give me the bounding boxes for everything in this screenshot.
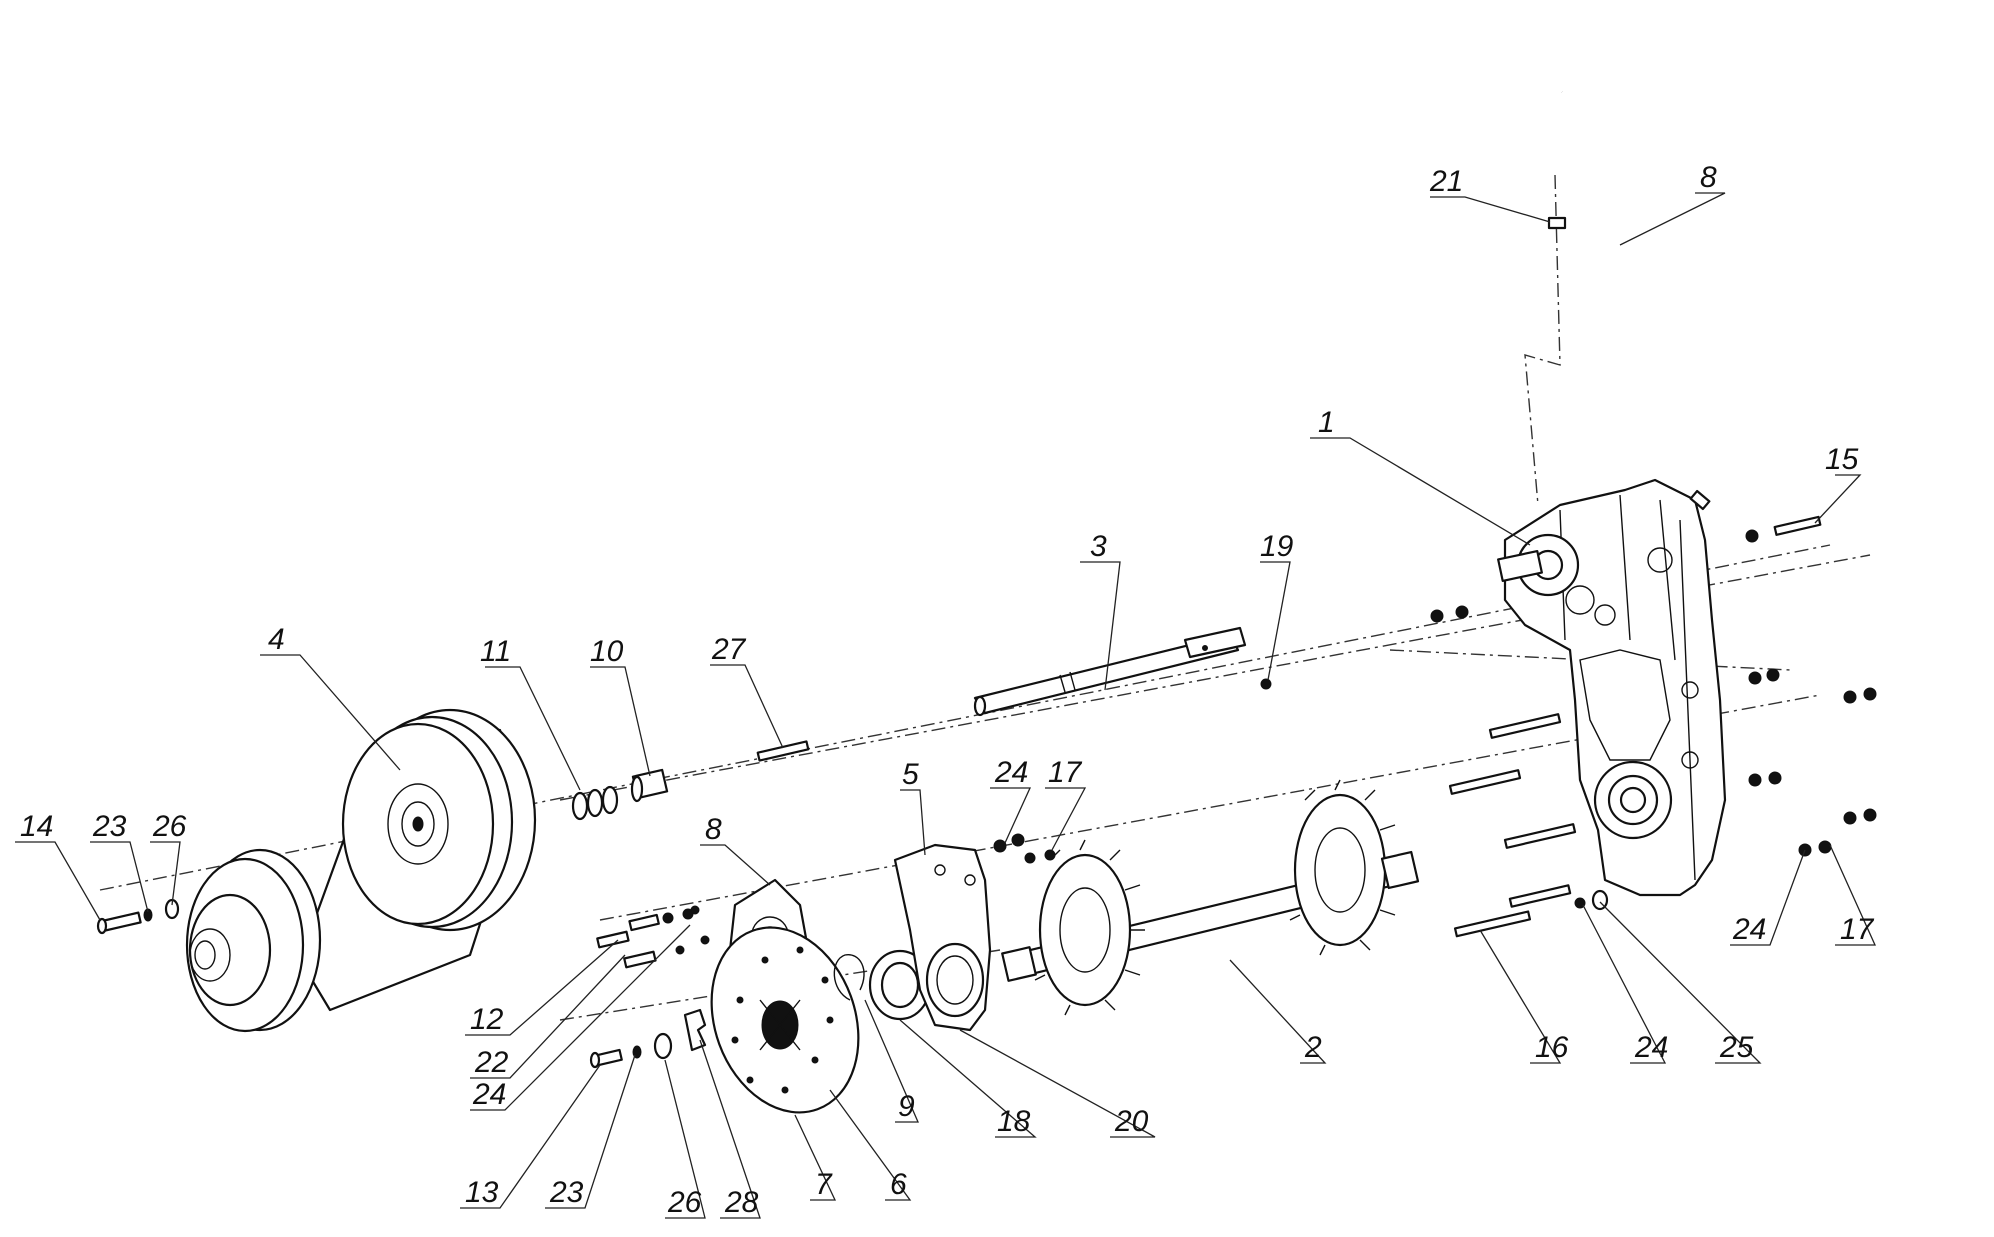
part-10-bushing (630, 768, 669, 803)
callout-23-left: 23 (92, 810, 127, 843)
callout-24-right: 24 (1732, 913, 1766, 946)
part-19-pin (1260, 678, 1272, 690)
callout-19: 19 (1260, 530, 1294, 563)
callout-6: 6 (890, 1168, 907, 1201)
callout-14: 14 (20, 810, 53, 843)
part-17-24-25-nuts-right (1430, 529, 1877, 911)
callout-24-left: 24 (472, 1078, 506, 1111)
callout-10: 10 (590, 635, 624, 668)
part-22-bolt (623, 950, 657, 969)
part-11-rings (571, 785, 619, 821)
callout-17-center: 17 (1048, 756, 1083, 789)
callout-24-bottom: 24 (1634, 1031, 1668, 1064)
part-8-breather-hose (1549, 87, 1711, 511)
callout-18: 18 (997, 1105, 1031, 1138)
callout-7: 7 (815, 1168, 833, 1201)
callout-1: 1 (1318, 406, 1335, 439)
part-9-circlip (833, 954, 865, 1001)
part-2-tine-shaft (1001, 779, 1420, 1016)
callout-24-center: 24 (994, 756, 1028, 789)
callout-23-bottom: 23 (549, 1176, 584, 1209)
callout-11: 11 (480, 635, 511, 668)
part-18-bearing (868, 949, 932, 1021)
part-1-gearbox-housing (1497, 478, 1727, 897)
callout-17-right: 17 (1840, 913, 1875, 946)
callout-21: 21 (1429, 165, 1463, 198)
part-4-pulley-belt (185, 708, 537, 1033)
part-23-washer-a (143, 908, 153, 922)
callout-5: 5 (902, 758, 919, 791)
callout-3: 3 (1090, 530, 1107, 563)
callout-2: 2 (1304, 1031, 1322, 1064)
part-13-bolt (589, 1048, 623, 1069)
callout-13: 13 (465, 1176, 499, 1209)
part-17-24-nuts-center (993, 833, 1056, 864)
callout-25: 25 (1719, 1031, 1754, 1064)
callout-8-right: 8 (1700, 161, 1717, 194)
part-5-side-cover (893, 843, 992, 1032)
callout-26-left: 26 (152, 810, 187, 843)
part-6-hub (759, 999, 801, 1051)
part-12-bolts (596, 913, 660, 949)
callout-15: 15 (1825, 443, 1859, 476)
callout-28: 28 (724, 1186, 759, 1219)
part-26-washer-b (653, 1032, 673, 1060)
callout-labels: 1 2 3 4 5 6 7 8 8 9 10 11 12 13 14 15 16… (20, 161, 1875, 1219)
callout-12: 12 (470, 1003, 504, 1036)
leader-lines (15, 192, 1877, 1219)
callout-27: 27 (711, 633, 747, 666)
callout-16: 16 (1535, 1031, 1569, 1064)
callout-26-bottom: 26 (667, 1186, 702, 1219)
part-24-nuts-left (662, 905, 710, 955)
part-21-plug (1547, 216, 1567, 230)
part-15-bolt (1773, 515, 1822, 536)
callout-4: 4 (268, 623, 285, 656)
part-3-shaft (973, 626, 1247, 717)
callout-20: 20 (1114, 1105, 1149, 1138)
callout-22: 22 (474, 1046, 509, 1079)
part-16-long-bolts (1448, 713, 1577, 938)
callout-9: 9 (898, 1090, 915, 1123)
part-14-bolt (96, 911, 142, 935)
callout-8-left: 8 (705, 813, 722, 846)
